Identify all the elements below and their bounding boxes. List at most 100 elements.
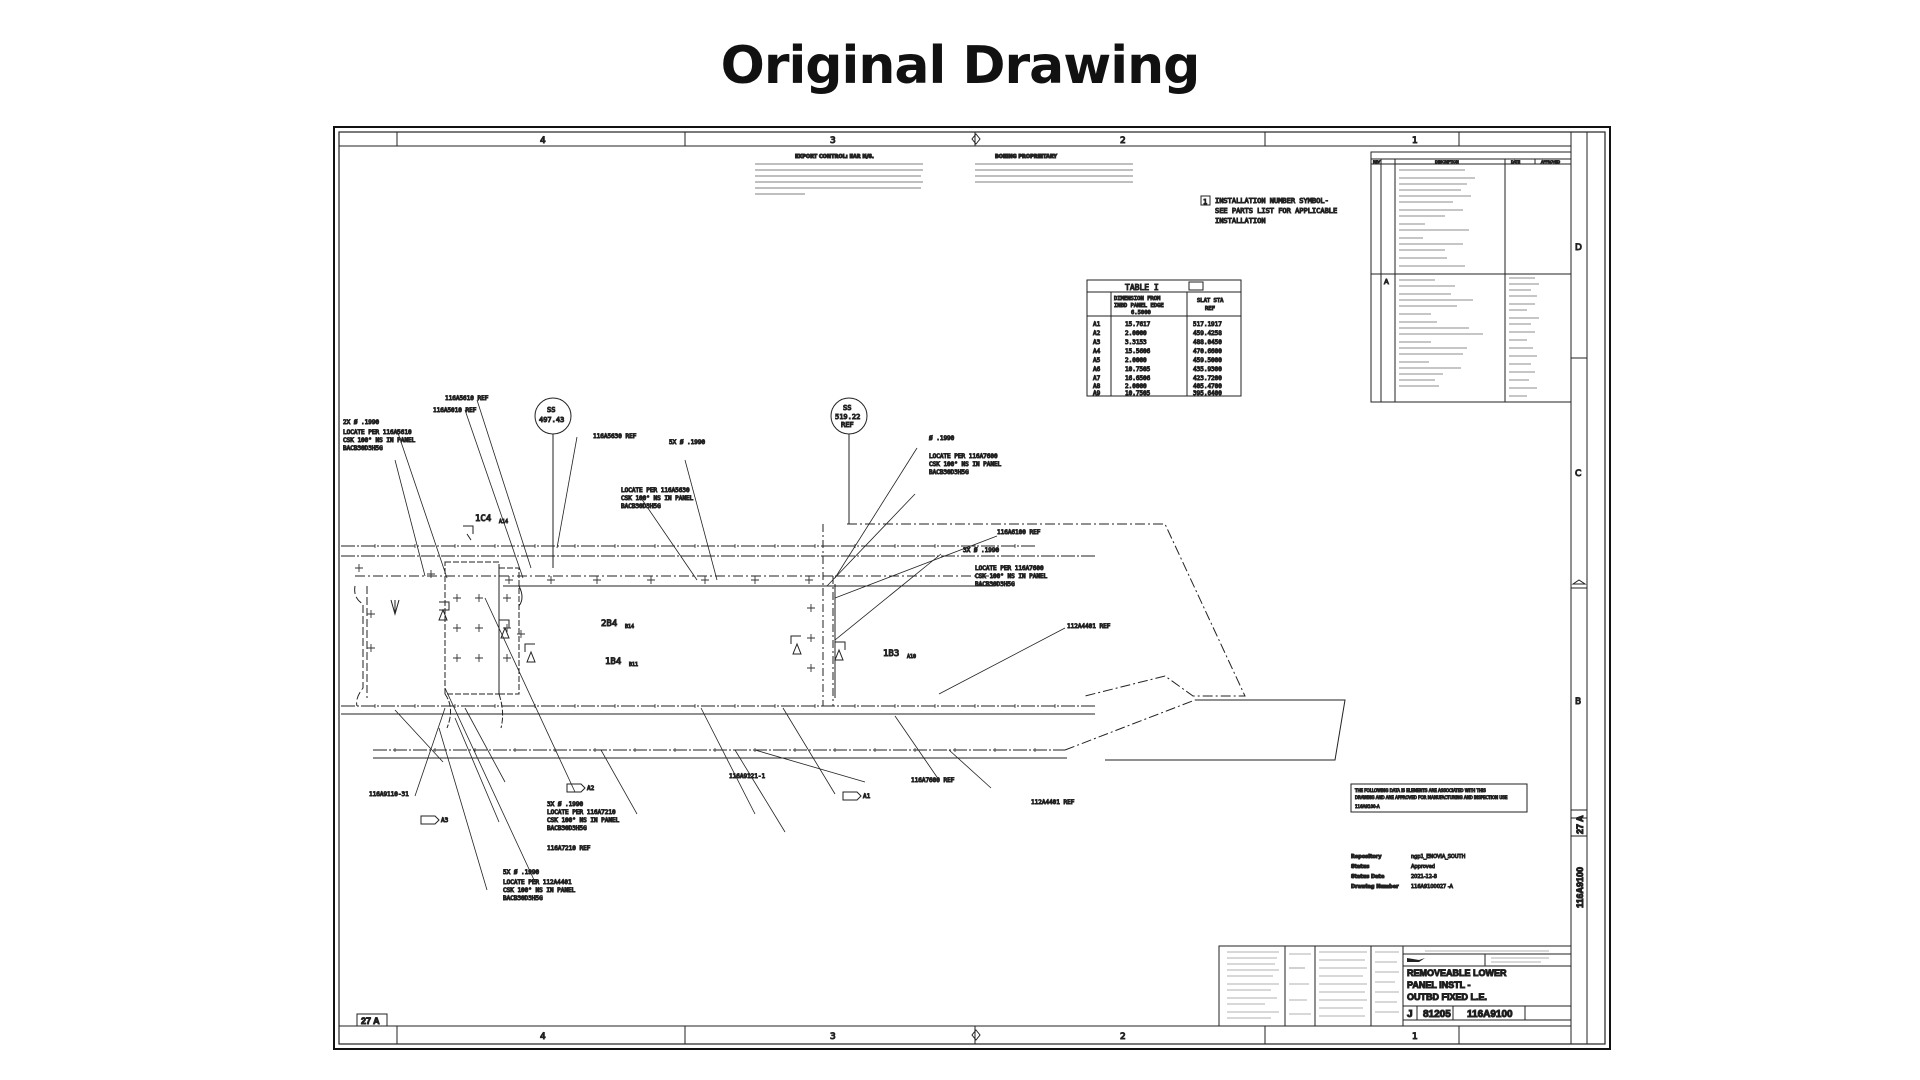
leader-lines [394,399,1066,891]
hole-note-c-line-2: LOCATE PER 116A7600 [929,453,998,460]
status-date-value: 2021-12-8 [1411,874,1437,880]
table-cell: A4 [1093,348,1101,355]
row-label-b: B [1575,697,1581,707]
zone-1b4-sub: B11 [629,662,638,668]
side-sheet-tag-box [1570,809,1588,837]
table-row: A1 15.7617 517.1917 [1093,321,1223,329]
revision-text-lines [1399,169,1539,397]
column-label-4: 4 [540,136,546,146]
hole-note-d-line-4: BACB30D3H5G [975,581,1015,588]
hole-note-e-line-2: LOCATE PER 116A7210 [547,809,616,816]
table-cell: A9 [1093,390,1101,397]
column-label-2-bottom: 2 [1120,1032,1126,1042]
tag-a3: A3 [441,817,449,824]
table-cell: A1 [1093,321,1101,328]
tag-a1: A1 [863,793,871,800]
hole-note-a-line-1: 2X Ø .1990 [343,419,380,426]
zone-1b4: 1B4 [605,657,621,667]
station-marks [534,397,868,568]
installation-note-line-3: INSTALLATION [1215,217,1266,225]
logo-mark [1407,958,1425,962]
hole-note-b-line-3: CSK 100° NS IN PANEL [621,495,694,502]
table-col2-line-1: DIMENSION FROM [1114,296,1161,302]
installation-note-line-2: SEE PARTS LIST FOR APPLICABLE [1215,207,1337,215]
hole-note-c-line-4: BACB30D3H5G [929,469,969,476]
table-row: A4 15.5606 470.6600 [1093,348,1223,356]
corner-tag-box [356,1013,388,1027]
table-cell: 15.5606 [1125,348,1151,355]
hole-note-f-line-2: LOCATE PER 112A4401 [503,879,572,886]
table-cell: 423.7200 [1193,375,1222,382]
table-cell: 488.0450 [1193,339,1222,346]
installation-note-line-1: INSTALLATION NUMBER SYMBOL- [1215,197,1329,205]
hole-note-f: 5X Ø .1990 LOCATE PER 112A4401 CSK 100° … [503,869,577,903]
data-note-line-3: 116A9100-A [1355,804,1380,809]
table-row: A8 2.0000 405.4700 [1093,383,1223,391]
side-drawing-number: 116A9100 [1575,867,1585,908]
hole-note-d-line-2: LOCATE PER 116A7600 [975,565,1044,572]
table-rows: A1 15.7617 517.1917 A2 2.0000 459.4258 A… [1093,321,1223,398]
zone-2b4-sub: B14 [625,624,634,630]
table-cell: A2 [1093,330,1101,337]
title-line-3: OUTBD FIXED L.E. [1407,992,1487,1002]
panel-structure [341,523,1346,761]
hole-note-e: 3X Ø .1990 LOCATE PER 116A7210 CSK 100° … [547,801,621,833]
table-cell: 10.7505 [1125,390,1151,397]
export-note-heading: EXPORT CONTROL: EAR N/S. [795,154,874,160]
revision-header-date: DATE [1511,160,1520,164]
table-row: A5 2.0000 459.5000 [1093,357,1223,365]
table-row: A3 3.3153 488.0450 [1093,339,1223,347]
station-right-ref: REF [841,421,854,429]
column-label-3-bottom: 3 [830,1032,836,1042]
zone-1c4-sub: A14 [499,519,508,525]
drawing-number-value: 116A9100027 -A [1411,884,1454,890]
engineering-drawing: 4 3 2 1 4 3 2 1 D C B 27 A 116A9100 27 A… [338,131,1606,1045]
column-label-1-bottom: 1 [1412,1032,1418,1042]
station-right-label: SS [843,404,851,412]
hole-note-a-line-4: BACB30D3H5G [343,445,383,452]
table-cell: 395.6400 [1193,390,1222,397]
revision-header-description: DESCRIPTION [1435,160,1459,164]
hole-note-b: 5X Ø .1990 LOCATE PER 116A5630 CSK 100° … [621,439,707,511]
column-label-3: 3 [830,136,836,146]
a-tags [420,783,862,825]
zone-1b3: 1B3 [883,649,899,659]
hole-note-c: Ø .1990 LOCATE PER 116A7600 CSK 100° NS … [929,435,1003,477]
tag-a2: A2 [587,785,595,792]
table-row: A7 16.6506 423.7200 [1093,375,1223,383]
table-col2-line-3: 6.5000 [1131,310,1151,316]
status-value: Approved [1411,864,1435,870]
hole-note-f-line-3: CSK 100° NS IN PANEL [503,887,576,894]
hole-note-b-line-2: LOCATE PER 116A5630 [621,487,690,494]
installation-symbol: 1 [1203,198,1207,206]
corner-tag: 27 A [361,1016,380,1026]
view-arrows [390,525,846,663]
revision-block [1370,151,1572,403]
table-cell: 459.5000 [1193,357,1222,364]
table-cell: 3.3153 [1125,339,1147,346]
table-cell: 405.4700 [1193,383,1222,390]
hole-note-d: 3X Ø .1990 LOCATE PER 116A7600 CSK 100° … [963,547,1049,589]
callout-112a4401-top: 112A4401 REF [1067,623,1111,630]
spar-ticks [374,544,1056,752]
table-col3-line-2: REF [1205,306,1215,312]
station-left-value: 497.43 [539,416,564,424]
repository-value: ngp1_ENOVIA_SOUTH [1411,854,1466,860]
title-size: J [1407,1009,1413,1020]
title-drawing-number: 116A9100 [1467,1009,1513,1020]
hole-note-a-line-3: CSK 100° NS IN PANEL [343,437,416,444]
table-row: A2 2.0000 459.4258 [1093,330,1223,338]
export-note-text [755,163,923,195]
column-label-2: 2 [1120,136,1126,146]
hole-note-a: 2X Ø .1990 LOCATE PER 116A5610 CSK 100° … [343,419,417,453]
table-row: A6 10.7505 435.9300 [1093,366,1223,374]
table-col3-line-1: SLAT STA [1197,298,1224,304]
data-note-line-2: DRAWING AND ARE APPROVED FOR MANUFACTURI… [1355,795,1508,800]
proprietary-note-text [975,163,1133,183]
column-ticks [396,132,1587,1044]
table-cell: 16.6506 [1125,375,1151,382]
status-date-label: Status Date [1351,874,1385,880]
row-label-c: C [1575,469,1581,479]
hole-note-c-line-1: Ø .1990 [929,435,955,442]
callout-116a6100: 116A6100 REF [997,529,1041,536]
